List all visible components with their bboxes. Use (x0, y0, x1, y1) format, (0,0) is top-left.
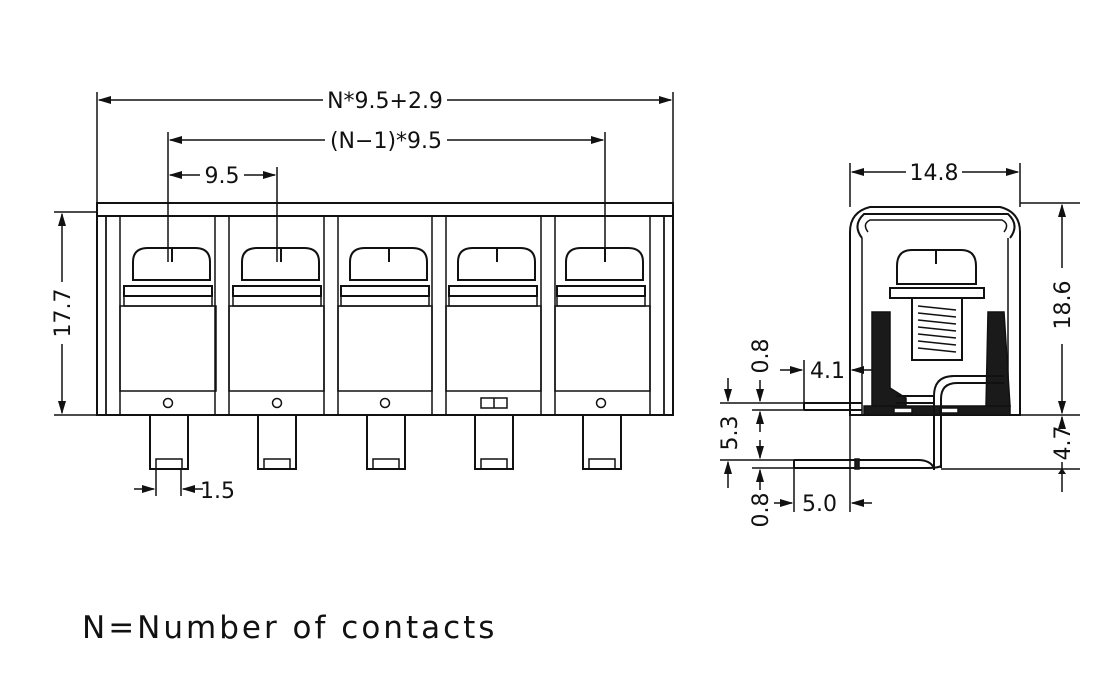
dim-pitch-label: 9.5 (205, 164, 240, 189)
front-position-3 (337, 247, 433, 470)
dim-top-lead-thickness-label: 0.8 (749, 339, 774, 374)
dim-pin-width-label: 1.5 (200, 479, 235, 504)
front-position-1 (119, 247, 217, 470)
dim-bottom-lead-thickness-label: 0.8 (749, 493, 774, 528)
dim-side-width-label: 14.8 (910, 161, 959, 186)
dim-pin-length-label: 4.7 (1051, 426, 1076, 461)
side-bottom-lead-upper (794, 459, 935, 469)
side-bottom-lead-lower (794, 465, 942, 469)
side-lead-bend-inner (940, 382, 1004, 468)
front-position-4 (445, 247, 542, 470)
side-clamp-base (863, 405, 1011, 416)
front-position-2 (228, 247, 325, 470)
dim-end-pitch-label: (N−1)*9.5 (330, 129, 442, 154)
side-screw-shank (911, 297, 963, 361)
dim-lead-spacing-label: 5.3 (718, 416, 743, 451)
contacts-note: N=Number of contacts (82, 610, 497, 646)
side-clamp-left (871, 311, 907, 407)
front-view: N*9.5+2.9 (N−1)*9.5 9.5 17.7 1.5 (51, 89, 674, 504)
dim-bottom-lead-length-label: 5.0 (802, 492, 837, 517)
side-housing-outline (849, 206, 1021, 416)
side-screw-thread (917, 305, 957, 353)
side-washer (889, 287, 985, 299)
side-clamp-slot-right (939, 407, 959, 414)
side-cap-inner (864, 219, 1008, 233)
side-clamp-right (985, 311, 1011, 407)
dim-overall-width-label: N*9.5+2.9 (327, 89, 443, 114)
dim-top-lead-length-label: 4.1 (810, 359, 845, 384)
dim-height-front-label: 17.7 (51, 289, 76, 338)
side-screw-head (896, 249, 977, 285)
side-cap-curl (856, 213, 1016, 239)
side-clamp-slot-left (893, 407, 913, 414)
front-housing-outline (96, 202, 674, 416)
dim-pin-length-arrow (1058, 468, 1066, 474)
front-separators (105, 215, 665, 416)
front-position-5 (554, 247, 651, 470)
side-view: 14.8 18.6 4.7 0.8 4.1 5.3 0.8 (718, 161, 1080, 528)
dim-side-height-label: 18.6 (1051, 281, 1076, 330)
side-bottom-lead-marker (854, 458, 860, 470)
